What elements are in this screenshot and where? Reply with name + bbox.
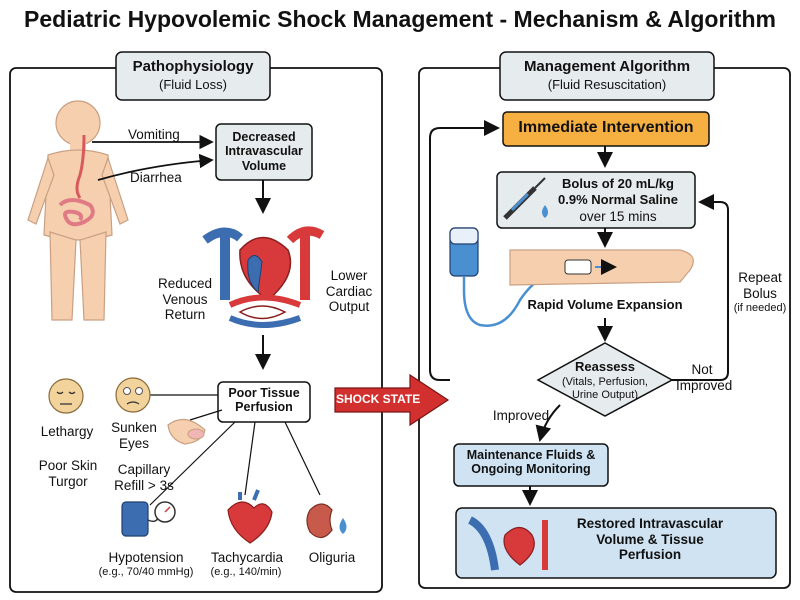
decreased-volume-label: Decreased Intravascular Volume	[225, 130, 303, 173]
sign-oliguria: Oliguria	[308, 550, 356, 565]
bolus-line-1: Bolus of 20 mL/kg	[562, 176, 674, 191]
pathophysiology-subheader: (Fluid Loss)	[159, 77, 227, 92]
not-improved-label: Not Improved	[676, 362, 733, 393]
lower-cardiac-output-label: Lower Cardiac Output	[325, 268, 373, 315]
restored-heart-icon	[467, 516, 548, 571]
maintenance-label: Maintenance Fluids & Ongoing Monitoring	[466, 448, 596, 477]
sign-lethargy: Lethargy	[40, 424, 94, 439]
diagram-title: Pediatric Hypovolemic Shock Management -…	[24, 6, 776, 32]
sign-sunken-eyes: Sunken Eyes	[111, 420, 157, 451]
heart-vessels-illustration	[202, 226, 325, 328]
sunken-eyes-face-icon	[115, 377, 151, 413]
iv-bag-arm-illustration	[449, 227, 694, 327]
hypotension-example: (e.g., 70/40 mmHg)	[98, 566, 194, 578]
management-header: Management Algorithm	[523, 58, 691, 75]
reassess-detail: (Vitals, Perfusion, Urine Output)	[561, 376, 648, 401]
poor-perfusion-label: Poor Tissue Perfusion	[228, 386, 300, 415]
pathophysiology-header-box	[115, 51, 271, 101]
immediate-intervention-label: Immediate Intervention	[518, 119, 694, 136]
tachycardia-example: (e.g., 140/min)	[210, 566, 282, 578]
bolus-line-2: 0.9% Normal Saline	[558, 192, 678, 207]
reassess-diamond	[536, 342, 674, 417]
reassess-label: Reassess	[575, 359, 635, 374]
child-body-illustration	[27, 100, 129, 321]
shock-state-label: SHOCK STATE	[336, 392, 421, 406]
management-subheader: (Fluid Resuscitation)	[547, 77, 667, 92]
lethargy-face-icon	[48, 378, 84, 414]
restored-label: Restored Intravascular Volume & Tissue P…	[576, 516, 724, 563]
tachycardia-heart-icon	[227, 489, 273, 544]
cause-diarrhea: Diarrhea	[130, 170, 182, 185]
restored-box	[455, 507, 777, 579]
bolus-line-3: over 15 mins	[579, 209, 657, 224]
syringe-icon	[503, 177, 548, 220]
cause-vomiting: Vomiting	[128, 127, 180, 142]
sign-hypotension: Hypotension	[108, 550, 184, 565]
repeat-bolus-label: Repeat Bolus	[738, 270, 782, 301]
sign-capillary-refill: Capillary Refill > 3s	[114, 462, 174, 493]
sign-tachycardia: Tachycardia	[210, 550, 284, 565]
blood-pressure-cuff-icon	[121, 501, 176, 537]
if-needed-label: (if needed)	[733, 302, 787, 314]
rapid-expansion-label: Rapid Volume Expansion	[527, 297, 683, 312]
reduced-venous-return-label: Reduced Venous Return	[157, 276, 213, 323]
sign-poor-skin-turgor: Poor Skin Turgor	[38, 458, 98, 489]
shock-state-arrow	[334, 373, 450, 427]
management-header-box	[499, 51, 715, 101]
pathophysiology-header: Pathophysiology	[132, 58, 254, 75]
capillary-refill-hand-icon	[167, 419, 206, 445]
poor-perfusion-box	[217, 381, 311, 423]
kidney-droplet-icon	[306, 503, 347, 539]
improved-label: Improved	[492, 408, 550, 423]
